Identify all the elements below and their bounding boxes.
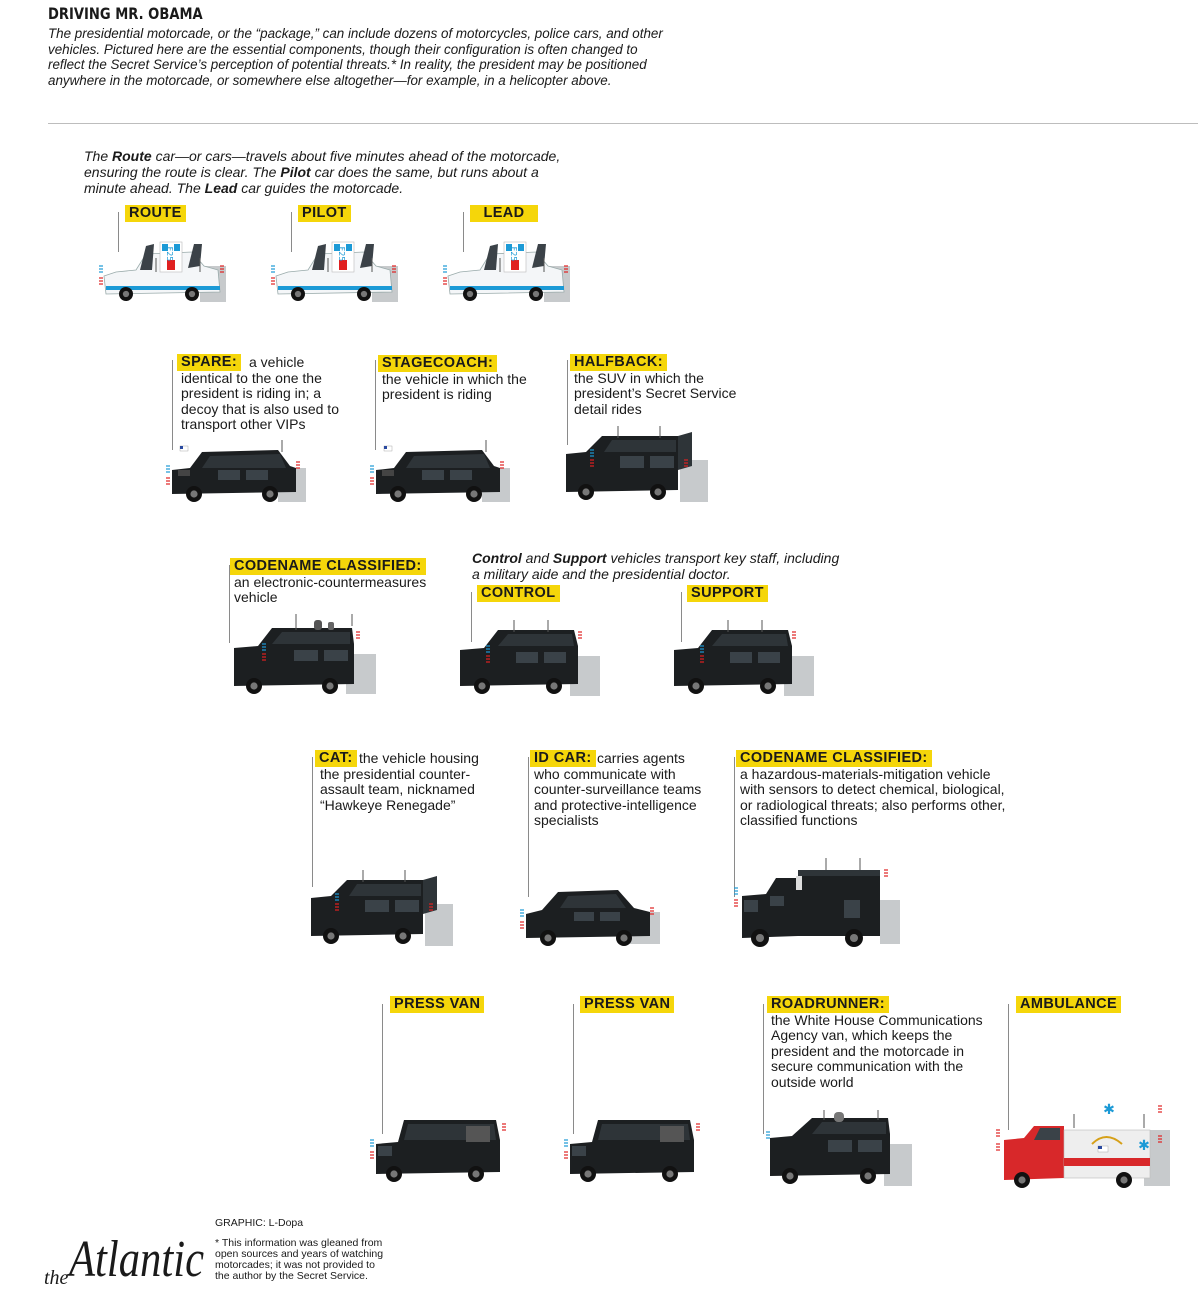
roadrunner-label: ROADRUNNER: [767, 996, 889, 1013]
stagecoach-label: STAGECOACH: [378, 355, 498, 372]
classified-ecm-label: CODENAME CLASSIFIED: [230, 558, 426, 575]
leader-line [567, 360, 568, 445]
svg-text:✱: ✱ [1138, 1138, 1150, 1154]
leader-line [528, 757, 529, 897]
page-title: DRIVING MR. OBAMA [48, 4, 203, 23]
spare-description: identical to the one the president is ri… [181, 370, 339, 433]
svg-text:✱: ✱ [1103, 1102, 1115, 1118]
leader-line [172, 360, 173, 450]
idcar-description: who communicate with counter-surveillanc… [534, 766, 702, 829]
halfback-description: the SUV in which the president’s Secret … [574, 370, 737, 417]
pilot-label: PILOT [298, 205, 351, 222]
roadrunner-suv [766, 1110, 912, 1186]
classified-ecm-suv [234, 614, 376, 694]
leader-line [1008, 1004, 1009, 1130]
spare-limousine [166, 440, 306, 502]
control-label: CONTROL [477, 585, 560, 602]
intro-paragraph: The presidential motorcade, or the “pack… [48, 26, 663, 88]
cat-suv [311, 870, 453, 946]
classified-ecm-description: an electronic-countermeasures vehicle [234, 574, 427, 606]
leader-line [118, 212, 119, 252]
route-label: ROUTE [125, 205, 186, 222]
lead-car: F25 [443, 241, 570, 302]
leader-line [471, 592, 472, 642]
leader-line [375, 360, 376, 450]
leader-line [312, 757, 313, 887]
car-number: F25 [337, 247, 346, 262]
classified-hazmat-label: CODENAME CLASSIFIED: [736, 750, 932, 767]
cat-label: CAT: [315, 750, 357, 767]
idcar-description-first: carries agents [597, 750, 685, 766]
pilot-car: F25 [271, 241, 398, 302]
car-number: F25 [509, 247, 518, 262]
divider [48, 123, 1198, 124]
press-van-2-label: PRESS VAN [580, 996, 675, 1013]
leader-line [573, 1004, 574, 1134]
spare-label: SPARE: [177, 354, 242, 371]
cat-description-first: the vehicle housing [359, 750, 479, 766]
classified-hazmat-truck [734, 858, 900, 947]
control-suv [460, 620, 600, 696]
ambulance-vehicle: ✱ ✱ [996, 1102, 1170, 1188]
stagecoach-description: the vehicle in which the president is ri… [382, 371, 527, 403]
support-suv [674, 620, 814, 696]
stagecoach-limousine [370, 440, 510, 502]
press-van-1 [370, 1120, 506, 1182]
leader-line [681, 592, 682, 642]
leader-line [382, 1004, 383, 1134]
atlantic-logo: theAtlantic [44, 1231, 205, 1290]
halfback-label: HALFBACK: [570, 354, 667, 371]
classified-hazmat-description: a hazardous-materials-mitigation vehicle… [740, 766, 1006, 829]
leader-line [291, 212, 292, 252]
halfback-suv [566, 426, 708, 502]
idcar-label: ID CAR: [530, 750, 596, 767]
support-label: SUPPORT [687, 585, 768, 602]
footnote: * This information was gleaned from open… [215, 1237, 384, 1282]
press-van-1-label: PRESS VAN [390, 996, 485, 1013]
route-car: F25 [99, 241, 226, 302]
leader-line [463, 212, 464, 252]
ambulance-label: AMBULANCE [1016, 996, 1122, 1013]
graphic-credit: GRAPHIC: L-Dopa [215, 1217, 304, 1229]
id-car [520, 890, 660, 946]
escort-caption: The Route car—or cars—travels about five… [84, 148, 561, 196]
spare-description-first: a vehicle [249, 354, 305, 370]
car-number: F25 [165, 247, 174, 262]
leader-line [229, 565, 230, 643]
leader-line [734, 757, 735, 897]
cat-description: the presidential counter-assault team, n… [320, 766, 475, 813]
leader-line [763, 1004, 764, 1134]
roadrunner-description: the White House Communications Agency va… [771, 1012, 983, 1090]
press-van-2 [564, 1120, 700, 1182]
staff-caption: Control and Support vehicles transport k… [472, 550, 840, 582]
lead-label: LEAD [470, 205, 538, 222]
